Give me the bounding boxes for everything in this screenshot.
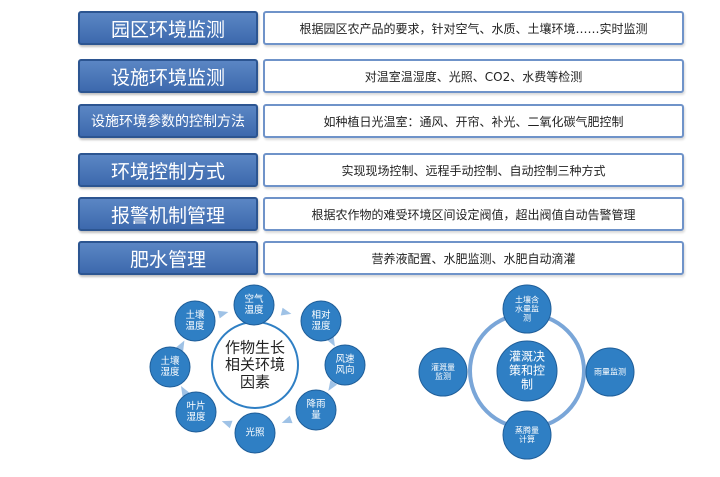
feature-label: 肥水管理 (78, 241, 258, 275)
feature-description: 对温室温湿度、光照、CO2、水费等检测 (263, 59, 684, 93)
factor-node (234, 412, 276, 454)
factor-node-label: 温度 (185, 320, 205, 332)
factor-node-label: 量 (311, 410, 321, 421)
irrigation-node-label: 水量监 (515, 304, 539, 314)
factor-node-label: 土壤 (160, 355, 180, 367)
irrigation-node-label: 土壤含 (515, 294, 539, 304)
cycle-arrow (281, 415, 293, 424)
cycle-arrow (280, 307, 292, 316)
factor-node (149, 346, 191, 388)
cycle-arrow (176, 340, 185, 352)
feature-label: 设施环境监测 (78, 59, 258, 93)
feature-row: 园区环境监测根据园区农产品的要求，针对空气、水质、土壤环境……实时监测 (78, 11, 684, 45)
right-center-circle (496, 340, 558, 402)
factor-node (300, 300, 342, 342)
right-center-label: 策和控 (509, 364, 545, 378)
cycle-arrow (221, 420, 233, 429)
factor-node-label: 湿度 (160, 366, 180, 378)
left-center-label: 因素 (240, 373, 270, 391)
irrigation-node-label: 监测 (435, 371, 451, 381)
right-center-label: 制 (521, 377, 533, 391)
factor-node-label: 湿度 (311, 320, 331, 332)
irrigation-node-label: 灌溉量 (431, 362, 455, 372)
irrigation-node-label: 雨量监测 (594, 367, 626, 377)
feature-label: 设施环境参数的控制方法 (78, 104, 258, 138)
cycle-arrow (180, 386, 190, 397)
left-center-label: 相关环境 (225, 356, 285, 374)
irrigation-node (502, 410, 552, 460)
cycle-arrow (217, 310, 229, 319)
irrigation-node-label: 计算 (519, 434, 535, 444)
factor-node (175, 391, 217, 433)
irrigation-node-label: 测 (523, 314, 531, 323)
feature-description: 根据园区农产品的要求，针对空气、水质、土壤环境……实时监测 (263, 11, 684, 45)
irrigation-node-label: 蒸腾量 (515, 425, 539, 435)
factor-node-label: 风速 (335, 354, 355, 365)
left-center-label: 作物生长 (225, 338, 285, 356)
irrigation-node (418, 347, 468, 397)
factor-node-label: 空气 (244, 293, 264, 305)
factor-node (174, 300, 216, 342)
factor-node-label: 相对 (311, 309, 331, 321)
feature-description: 实现现场控制、远程手动控制、自动控制三种方式 (263, 153, 684, 187)
cycle-arrow (326, 335, 335, 347)
feature-row: 肥水管理营养液配置、水肥监测、水肥自动滴灌 (78, 241, 684, 275)
irrigation-node (585, 347, 635, 397)
cycle-arrow (328, 380, 338, 391)
factor-node (233, 284, 275, 326)
feature-label: 报警机制管理 (78, 197, 258, 231)
feature-row: 设施环境参数的控制方法如种植日光温室：通风、开帘、补光、二氧化碳气肥控制 (78, 104, 684, 138)
feature-label: 园区环境监测 (78, 11, 258, 45)
feature-description: 根据农作物的难受环境区间设定阀值，超出阀值自动告警管理 (263, 197, 684, 231)
factor-node (295, 389, 337, 431)
irrigation-node (502, 284, 552, 334)
factor-node-label: 土壤 (185, 309, 205, 321)
feature-row: 报警机制管理根据农作物的难受环境区间设定阀值，超出阀值自动告警管理 (78, 197, 684, 231)
factor-node-label: 温度 (244, 304, 264, 316)
factor-node-label: 叶片 (186, 400, 205, 412)
factor-node-label: 风向 (335, 364, 354, 376)
feature-description: 如种植日光温室：通风、开帘、补光、二氧化碳气肥控制 (263, 104, 684, 138)
factor-node (324, 344, 366, 386)
feature-label: 环境控制方式 (78, 153, 258, 187)
factor-node-label: 湿度 (186, 411, 206, 423)
factor-node-label: 降雨 (306, 398, 325, 410)
feature-row: 环境控制方式实现现场控制、远程手动控制、自动控制三种方式 (78, 153, 684, 187)
right-center-label: 灌溉决 (509, 350, 545, 364)
feature-row: 设施环境监测对温室温湿度、光照、CO2、水费等检测 (78, 59, 684, 93)
factor-node-label: 光照 (245, 427, 265, 439)
feature-description: 营养液配置、水肥监测、水肥自动滴灌 (263, 241, 684, 275)
